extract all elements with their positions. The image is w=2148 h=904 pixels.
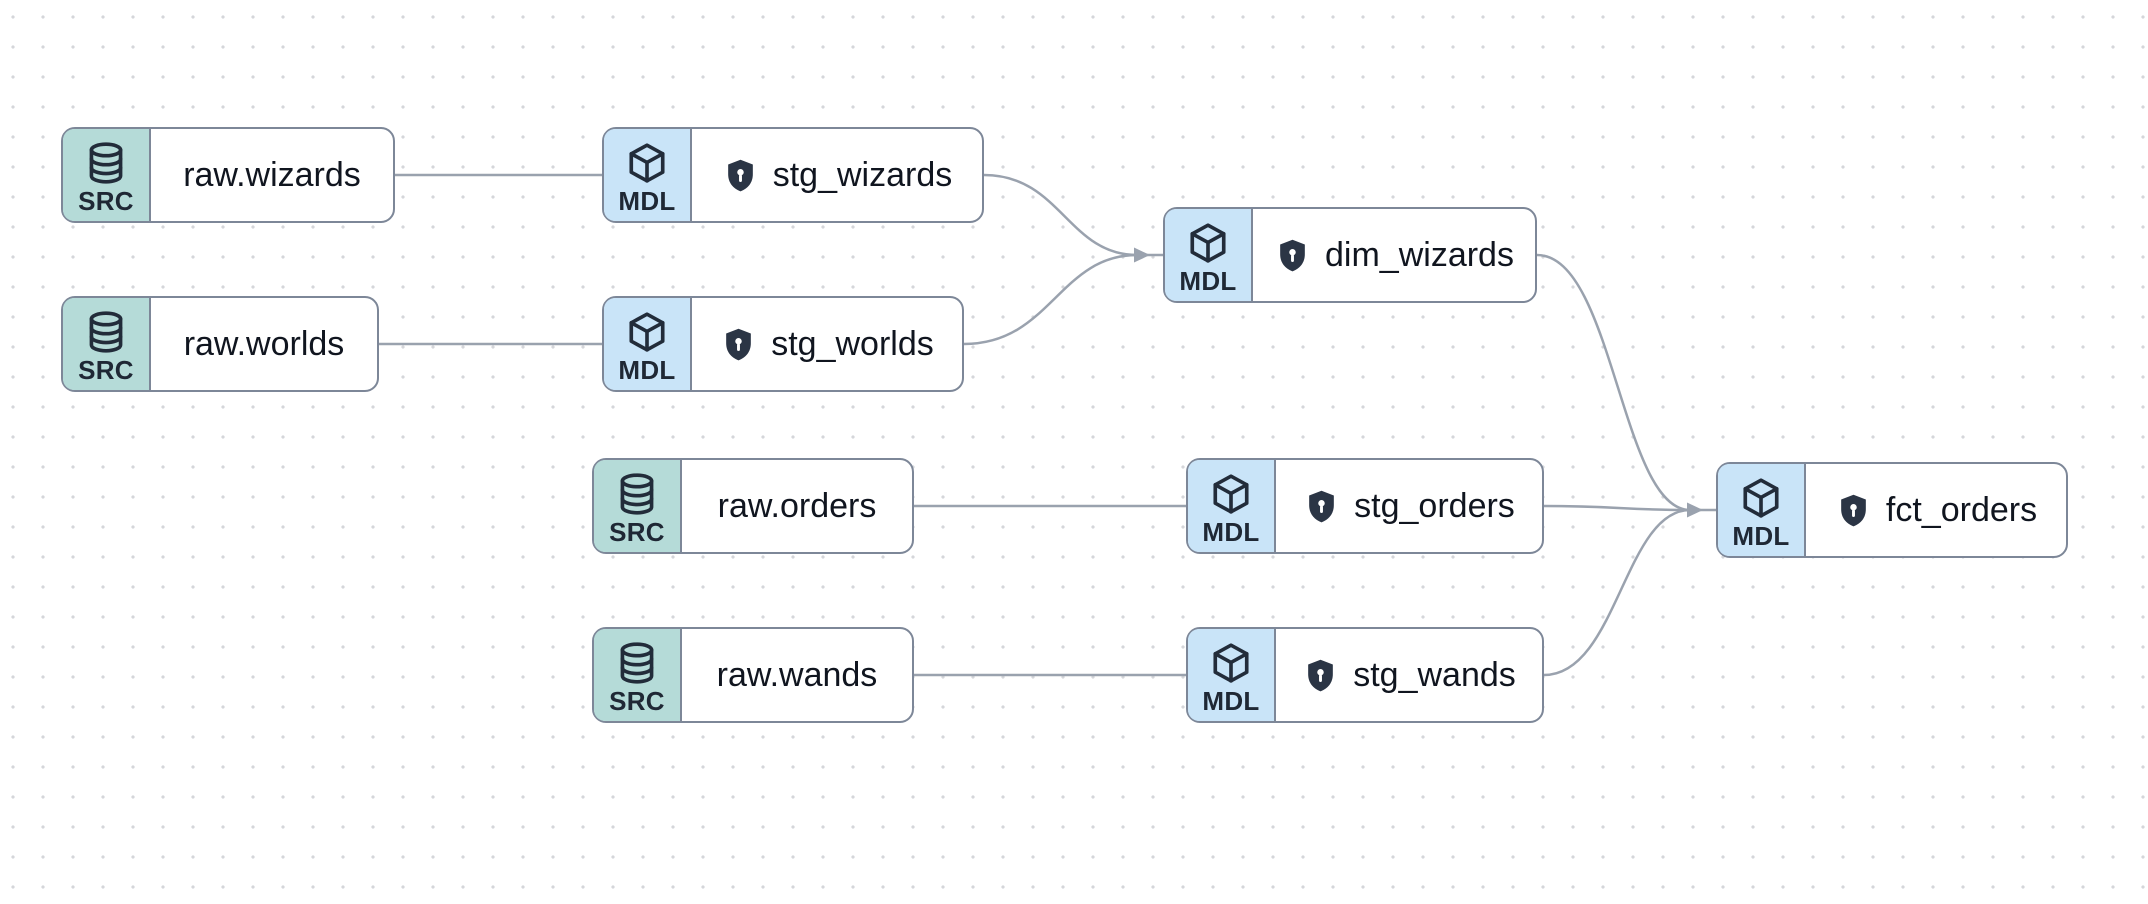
cube-icon	[624, 309, 670, 355]
node-type-badge: MDL	[1202, 516, 1260, 547]
cube-icon	[1738, 475, 1784, 521]
node-label: stg_wizards	[772, 155, 953, 194]
node-type-panel: MDL	[604, 129, 692, 221]
node-type-badge: SRC	[78, 185, 134, 216]
shield-lock-icon	[720, 326, 757, 363]
node-type-badge: MDL	[1732, 520, 1790, 551]
shield-lock-icon	[1302, 657, 1339, 694]
edge-dim_wizards-fct_orders	[1535, 253, 1692, 512]
node-body: stg_wizards	[692, 129, 982, 221]
node-type-badge: SRC	[609, 685, 665, 716]
node-label: dim_wizards	[1325, 235, 1514, 274]
node-body: raw.worlds	[151, 298, 377, 390]
node-stg_wands[interactable]: MDL stg_wands	[1186, 627, 1544, 723]
edge-arrowhead-dim_wizards	[1134, 247, 1150, 263]
node-label: raw.wands	[716, 655, 878, 694]
edge-stg_worlds-dim_wizards	[962, 253, 1139, 346]
node-type-badge: SRC	[609, 516, 665, 547]
node-type-panel: MDL	[1188, 629, 1276, 721]
database-icon	[83, 309, 129, 355]
shield-lock-icon	[1274, 237, 1311, 274]
node-raw_wizards[interactable]: SRC raw.wizards	[61, 127, 395, 223]
node-type-panel: SRC	[594, 629, 682, 721]
cube-icon	[624, 140, 670, 186]
node-type-panel: MDL	[1165, 209, 1253, 301]
node-body: raw.wizards	[151, 129, 393, 221]
shield-lock-icon	[1835, 492, 1872, 529]
node-stg_wizards[interactable]: MDL stg_wizards	[602, 127, 984, 223]
edge-stg_orders-fct_orders	[1542, 504, 1692, 512]
node-type-panel: MDL	[604, 298, 692, 390]
database-icon	[614, 640, 660, 686]
node-type-panel: SRC	[63, 298, 151, 390]
node-type-panel: SRC	[594, 460, 682, 552]
cube-icon	[1185, 220, 1231, 266]
node-dim_wizards[interactable]: MDL dim_wizards	[1163, 207, 1537, 303]
node-stg_worlds[interactable]: MDL stg_worlds	[602, 296, 964, 392]
node-body: dim_wizards	[1253, 209, 1535, 301]
node-type-panel: SRC	[63, 129, 151, 221]
node-body: raw.wands	[682, 629, 912, 721]
node-label: raw.worlds	[183, 324, 345, 363]
node-body: stg_worlds	[692, 298, 962, 390]
node-label: raw.orders	[717, 486, 877, 525]
node-label: stg_orders	[1354, 486, 1515, 525]
edge-stg_wizards-dim_wizards	[982, 173, 1139, 257]
node-body: raw.orders	[682, 460, 912, 552]
cube-icon	[1208, 640, 1254, 686]
database-icon	[83, 140, 129, 186]
node-type-badge: MDL	[1202, 685, 1260, 716]
edge-stg_wands-fct_orders	[1542, 508, 1692, 677]
database-icon	[614, 471, 660, 517]
node-type-badge: MDL	[618, 185, 676, 216]
node-body: stg_wands	[1276, 629, 1542, 721]
edge-arrowhead-fct_orders	[1687, 502, 1703, 518]
node-type-badge: MDL	[618, 354, 676, 385]
node-raw_wands[interactable]: SRC raw.wands	[592, 627, 914, 723]
cube-icon	[1208, 471, 1254, 517]
node-body: fct_orders	[1806, 464, 2066, 556]
node-type-badge: SRC	[78, 354, 134, 385]
node-label: raw.wizards	[183, 155, 361, 194]
node-type-panel: MDL	[1718, 464, 1806, 556]
node-stg_orders[interactable]: MDL stg_orders	[1186, 458, 1544, 554]
node-type-badge: MDL	[1179, 265, 1237, 296]
node-label: fct_orders	[1885, 490, 2038, 529]
shield-lock-icon	[1303, 488, 1340, 525]
shield-lock-icon	[722, 157, 759, 194]
node-raw_worlds[interactable]: SRC raw.worlds	[61, 296, 379, 392]
node-type-panel: MDL	[1188, 460, 1276, 552]
node-label: stg_worlds	[771, 324, 934, 363]
node-label: stg_wands	[1353, 655, 1516, 694]
node-raw_orders[interactable]: SRC raw.orders	[592, 458, 914, 554]
node-body: stg_orders	[1276, 460, 1542, 552]
node-fct_orders[interactable]: MDL fct_orders	[1716, 462, 2068, 558]
